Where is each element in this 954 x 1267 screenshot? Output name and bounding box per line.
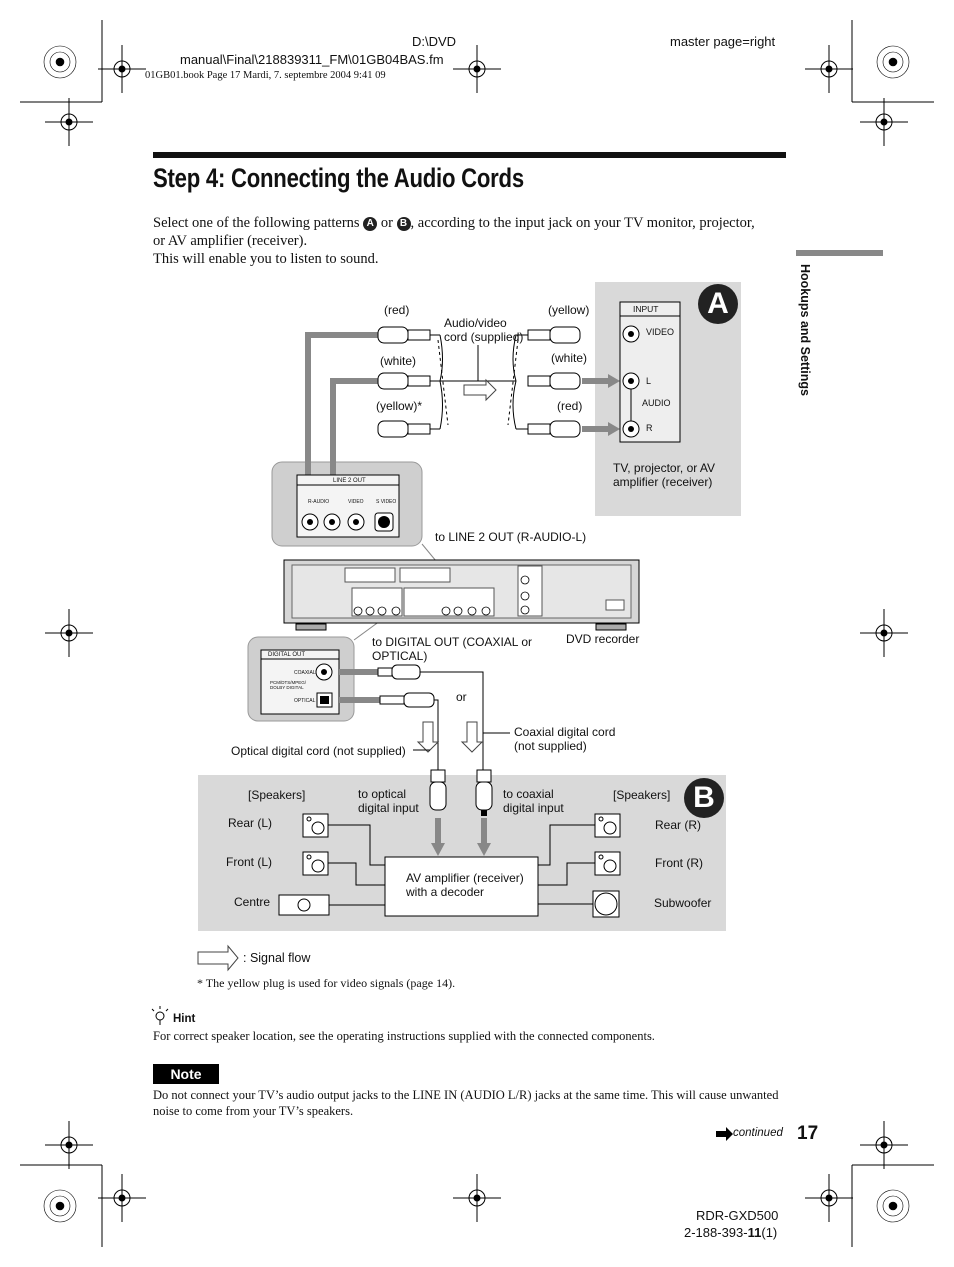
digital-out-small-label: DIGITAL OUT (268, 652, 306, 658)
red-left-label: (red) (384, 303, 410, 317)
rear-r-label: Rear (R) (655, 818, 702, 832)
coax-cord-label: Coaxial digital cord (not supplied) (514, 725, 616, 753)
speakers-right-label: [Speakers] (613, 788, 671, 802)
dvd-recorder-jack (520, 605, 530, 615)
tv-audio-label: AUDIO (642, 398, 671, 408)
footnote: * The yellow plug is used for video sign… (197, 976, 456, 990)
dvd-recorder-jack (377, 606, 387, 616)
speakers-left-label: [Speakers] (248, 788, 306, 802)
or-label: or (456, 690, 467, 704)
hint-text: For correct speaker location, see the op… (153, 1029, 655, 1043)
dvd-recorder-jack (467, 606, 477, 616)
dvd-recorder-jack (520, 575, 530, 585)
side-tab-bar (796, 250, 883, 256)
video-small-label: VIDEO (348, 499, 364, 505)
optical-small-label: OPTICAL (294, 698, 316, 704)
hint-title: Hint (173, 1013, 196, 1025)
page-title: Step 4: Connecting the Audio Cords (153, 163, 524, 193)
to-optical-label: to optical digital input (358, 787, 419, 815)
white-right-label: (white) (551, 351, 588, 365)
av-cord-label: Audio/video cord (supplied) (444, 316, 524, 344)
pattern-b-badge: B (684, 778, 724, 818)
dvd-recorder-jack (391, 606, 401, 616)
intro-text: Select one of the following patterns A o… (153, 214, 793, 268)
tv-input-label: INPUT (633, 304, 659, 314)
signal-flow-label: : Signal flow (243, 951, 311, 965)
optical-cord-label: Optical digital cord (not supplied) (231, 744, 406, 758)
dvd-recorder-jack (481, 606, 491, 616)
centre-label: Centre (234, 895, 271, 909)
page-number: 17 (797, 1123, 819, 1144)
amplifier-label: AV amplifier (receiver) with a decoder (406, 871, 524, 899)
file-path-line-1: D:\DVD (412, 34, 457, 49)
tv-r-label: R (646, 423, 653, 433)
tv-device-label: TV, projector, or AV amplifier (receiver… (613, 461, 716, 489)
document-code: 2-188-393-11(1) (684, 1225, 778, 1240)
front-l-label: Front (L) (226, 855, 273, 869)
pattern-a-marker: A (363, 217, 378, 231)
intro-line-1: Select one of the following patterns A o… (153, 215, 755, 231)
dvd-recorder-label: DVD recorder (566, 632, 640, 646)
rear-l-label: Rear (L) (228, 816, 273, 830)
note-badge: Note (153, 1064, 219, 1084)
dvd-recorder-jack (365, 606, 375, 616)
front-r-label: Front (R) (655, 856, 703, 870)
intro-line-2: or AV amplifier (receiver). (153, 233, 308, 249)
continued-label: continued (733, 1127, 783, 1139)
tv-l-label: L (646, 376, 652, 386)
file-path-line-2: manual\Final\218839311_FM\01GB04BAS.fm (180, 52, 444, 67)
dvd-recorder-jack (453, 606, 463, 616)
to-digital-label: to DIGITAL OUT (COAXIAL or OPTICAL) (372, 635, 533, 663)
yellow-left-label: (yellow)* (376, 399, 423, 413)
subwoofer-label: Subwoofer (654, 896, 712, 910)
white-left-label: (white) (380, 354, 417, 368)
coaxial-small-label: COAXIAL (294, 670, 316, 676)
tv-video-label: VIDEO (646, 327, 675, 337)
pcm-small-label: PCM/DTS/MPEG/ DOLBY DIGITAL (270, 680, 307, 690)
dvd-recorder-jack (441, 606, 451, 616)
to-line2-label: to LINE 2 OUT (R-AUDIO-L) (435, 530, 587, 544)
yellow-right-label: (yellow) (548, 303, 590, 317)
intro-line-3: This will enable you to listen to sound. (153, 251, 379, 267)
line2-out-small-label: LINE 2 OUT (333, 478, 366, 484)
note-text: Do not connect your TV’s audio output ja… (153, 1088, 779, 1118)
dvd-recorder-jack (520, 591, 530, 601)
to-coaxial-label: to coaxial digital input (503, 787, 564, 815)
dvd-recorder-jack (353, 606, 363, 616)
pattern-a-badge: A (698, 284, 738, 324)
pattern-b-marker: B (396, 217, 411, 231)
red-right-label: (red) (557, 399, 583, 413)
model-number: RDR-GXD500 (696, 1208, 779, 1223)
master-page-label: master page=right (670, 34, 776, 49)
svideo-small-label: S VIDEO (376, 499, 397, 505)
side-tab-label: Hookups and Settings (798, 264, 812, 396)
book-info: 01GB01.book Page 17 Mardi, 7. septembre … (145, 70, 386, 81)
title-rule (153, 152, 786, 158)
r-audio-small-label: R-AUDIO (308, 499, 330, 505)
